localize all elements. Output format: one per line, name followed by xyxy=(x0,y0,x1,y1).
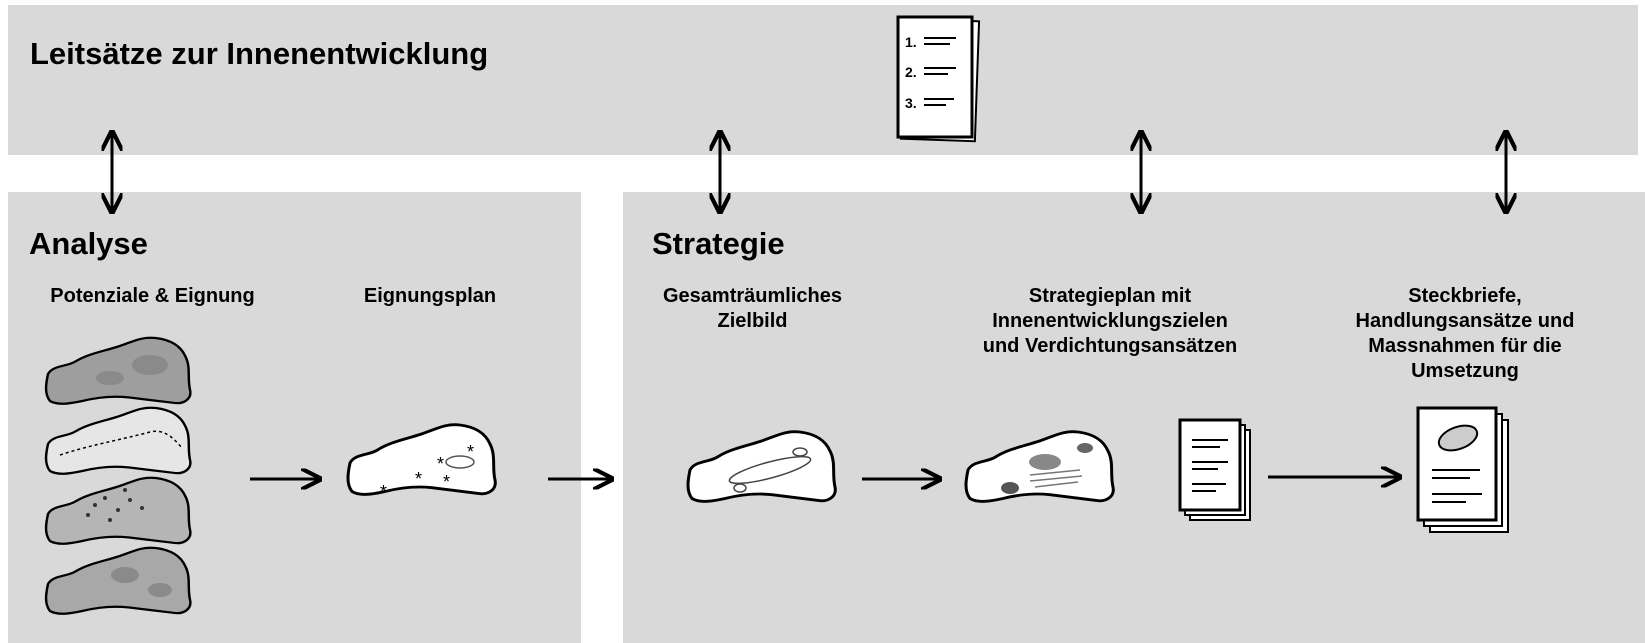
svg-text:*: * xyxy=(467,442,474,462)
link-arrows xyxy=(112,132,1506,212)
step-zielbild-label: Gesamträumliches Zielbild xyxy=(663,285,842,332)
step-steckbriefe-label: Steckbriefe, Handlungsansätze und Massna… xyxy=(1355,285,1575,382)
analyse-title: Analyse xyxy=(29,226,148,261)
step-strategieplan-label: Strategieplan mit Innenentwicklungsziele… xyxy=(982,285,1238,357)
document-list-icon: 1. 2. 3. xyxy=(896,15,981,143)
page-title: Leitsätze zur Innenentwicklung xyxy=(30,36,489,71)
flow-arrows xyxy=(250,477,1400,479)
svg-text:*: * xyxy=(443,472,450,492)
doc-item-2: 2. xyxy=(905,64,917,80)
strategie-title: Strategie xyxy=(652,226,785,261)
layer-map-2 xyxy=(44,406,192,475)
steckbriefe-document-icon xyxy=(1416,406,1509,533)
step-potenziale-label: Potenziale & Eignung xyxy=(50,285,255,307)
step-eignungsplan-label: Eignungsplan xyxy=(363,285,497,307)
strategieplan-document-icon xyxy=(1178,418,1251,521)
svg-text:*: * xyxy=(415,469,422,489)
svg-text:*: * xyxy=(380,482,387,502)
strategieplan-map xyxy=(964,430,1115,503)
layer-map-1 xyxy=(44,336,192,405)
leitsaetze-band xyxy=(8,5,1638,155)
eignungsplan-map: *** ** xyxy=(346,423,497,502)
zielbild-map xyxy=(686,430,837,503)
doc-item-1: 1. xyxy=(905,34,917,50)
svg-text:*: * xyxy=(437,454,444,474)
doc-item-3: 3. xyxy=(905,95,917,111)
